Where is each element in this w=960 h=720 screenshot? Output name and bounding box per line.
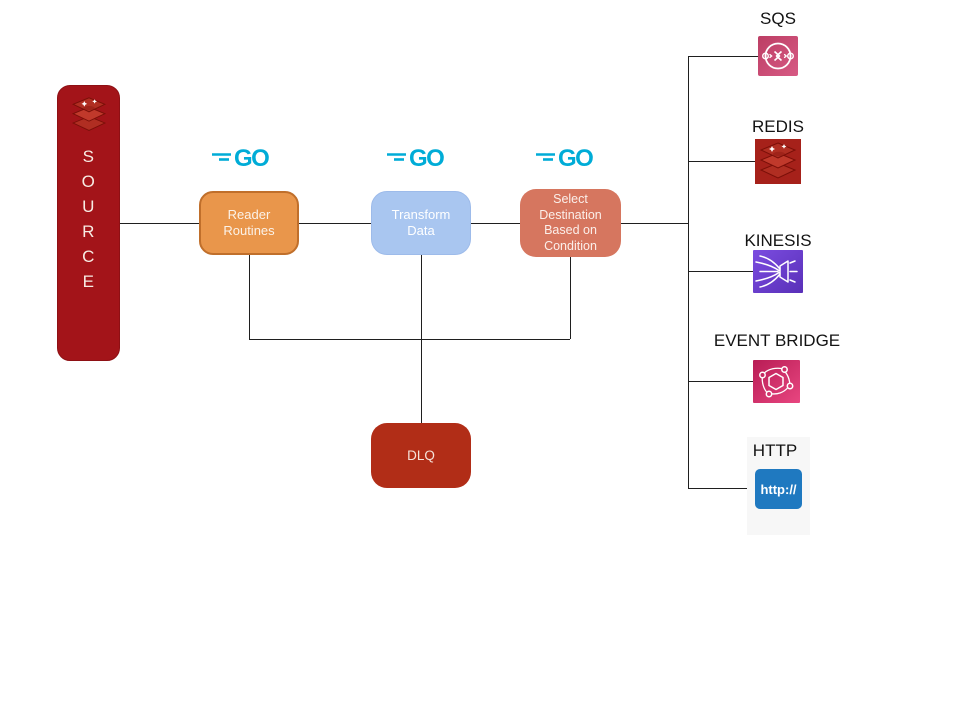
connector-select-bracket xyxy=(621,223,688,224)
stage-select-destination: Select Destination Based on Condition xyxy=(520,189,621,257)
eventbridge-icon xyxy=(753,360,800,403)
go-logo-text: GO xyxy=(409,145,444,172)
connector-reader-dlqbus xyxy=(249,255,250,339)
connector-bracket-http xyxy=(688,488,755,489)
connector-bracket-sqs xyxy=(688,56,758,57)
destination-label-redis: REDIS xyxy=(752,117,804,136)
source-node: S O U R C E xyxy=(57,85,120,361)
redis-logo-icon xyxy=(71,97,106,131)
connector-bracket-kinesis xyxy=(688,271,753,272)
destination-label-sqs: SQS xyxy=(760,9,796,28)
go-logo: GO xyxy=(210,142,282,172)
http-icon: http:// xyxy=(755,469,802,509)
destination-label-eventbridge: EVENT BRIDGE xyxy=(713,331,841,350)
destination-label-kinesis: KINESIS xyxy=(744,231,812,250)
source-label: S O U R C E xyxy=(81,147,96,291)
stage-reader-routines: Reader Routines xyxy=(199,191,299,255)
connector-bracket-eventbridge xyxy=(688,381,753,382)
kinesis-icon xyxy=(753,250,803,293)
connector-source-reader xyxy=(120,223,199,224)
go-logo-text: GO xyxy=(558,145,593,172)
stage-select-label: Select Destination Based on Condition xyxy=(539,192,602,253)
go-logo: GO xyxy=(385,142,457,172)
connector-bracket-redis xyxy=(688,161,755,162)
redis-icon xyxy=(755,139,801,184)
go-logo: GO xyxy=(534,142,606,172)
connector-transform-select xyxy=(471,223,520,224)
stage-transform-label: Transform Data xyxy=(391,207,451,238)
connector-select-dlqbus xyxy=(570,257,571,339)
go-logo-text: GO xyxy=(234,145,269,172)
dlq-node: DLQ xyxy=(371,423,471,488)
sqs-icon xyxy=(758,36,798,76)
http-icon-text: http:// xyxy=(760,481,797,497)
stage-transform-data: Transform Data xyxy=(371,191,471,255)
stage-reader-label: Reader Routines xyxy=(223,207,275,238)
connector-dlq-bus xyxy=(249,339,570,340)
connector-reader-transform xyxy=(299,223,371,224)
dlq-label: DLQ xyxy=(407,448,435,463)
connector-bracket-vertical xyxy=(688,56,689,489)
destination-label-http: HTTP xyxy=(752,441,798,460)
